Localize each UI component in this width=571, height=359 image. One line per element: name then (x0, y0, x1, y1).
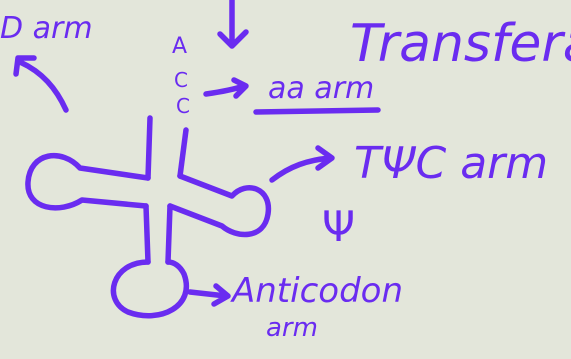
acceptor-a-label: A (172, 34, 188, 59)
anticodon-arm-label: arm (266, 313, 318, 343)
aa-arm-label: aa arm (268, 71, 375, 106)
psi-symbol-label: Ψ (322, 202, 356, 251)
anticodon-label: Anticodon (232, 271, 404, 311)
anticodon-loop (110, 259, 189, 319)
anticodon-stem (143, 203, 173, 265)
top-arrow (217, 0, 249, 49)
aa-arm-underline (253, 107, 381, 115)
acceptor-c1-label: C (174, 68, 188, 92)
anticodon-arm-arrow (187, 283, 231, 307)
acceptor-stem-left (145, 115, 153, 181)
aa-arm-arrow (203, 77, 249, 99)
transferase-fragment-label: Transfera (350, 14, 571, 74)
acceptor-stem-right (177, 127, 189, 179)
t-psi-c-arm-loop (167, 173, 272, 238)
t-psi-c-arm-label: TΨC arm (354, 138, 549, 189)
d-arm-label: D arm (0, 11, 93, 46)
d-arm-pointer-arrow (13, 55, 69, 113)
d-arm-loop (25, 152, 151, 211)
acceptor-c2-label: C (176, 94, 190, 118)
t-psi-c-arm-arrow (269, 145, 335, 183)
